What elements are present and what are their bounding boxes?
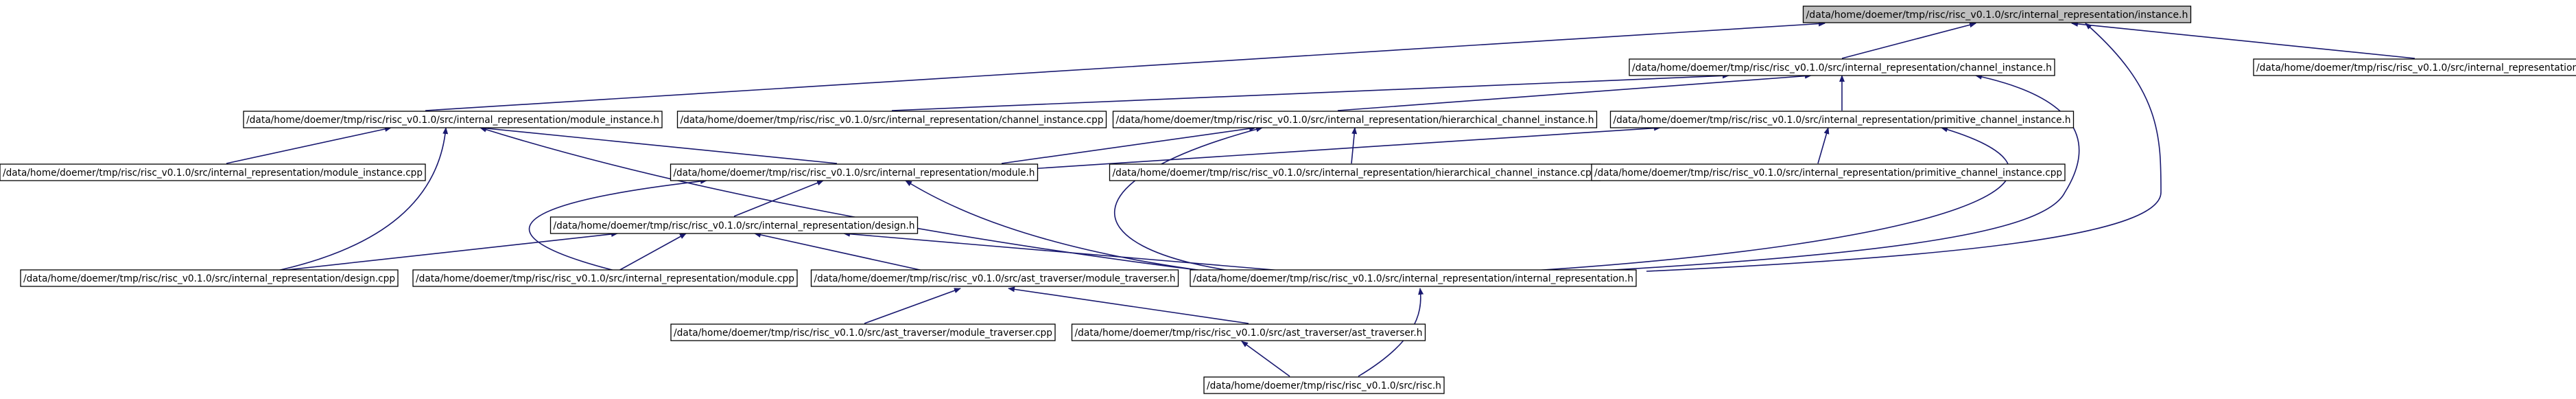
graph-node-label: /data/home/doemer/tmp/risc/risc_v0.1.0/s… (1193, 273, 1633, 284)
graph-node-design-cpp[interactable]: /data/home/doemer/tmp/risc/risc_v0.1.0/s… (20, 269, 399, 287)
graph-node-module-h[interactable]: /data/home/doemer/tmp/risc/risc_v0.1.0/s… (670, 163, 1039, 181)
graph-node-label: /data/home/doemer/tmp/risc/risc_v0.1.0/s… (1594, 168, 2062, 179)
graph-node-box[interactable] (2253, 58, 2576, 76)
edge-internal-representation-h-to-instance-h (1646, 23, 2162, 272)
graph-node-box[interactable] (1190, 269, 1637, 287)
graph-node-label: /data/home/doemer/tmp/risc/risc_v0.1.0/s… (23, 273, 395, 284)
edge-internal-representation-h-to-design-h (843, 231, 1290, 272)
graph-edges (226, 21, 2415, 377)
graph-node-channel-instance-h[interactable]: /data/home/doemer/tmp/risc/risc_v0.1.0/s… (1629, 58, 2055, 76)
graph-node-box[interactable] (670, 323, 1056, 341)
edge-internal-representation-h-to-channel-instance-h (1591, 73, 2080, 272)
graph-node-box[interactable] (243, 111, 663, 128)
graph-node-instance-h[interactable]: /data/home/doemer/tmp/risc/risc_v0.1.0/s… (1802, 5, 2192, 23)
edge-module-cpp-to-design-h (617, 233, 687, 272)
edge-internal-representation-h-to-module-h (905, 180, 1208, 272)
graph-node-hierarchical-channel-instance-h[interactable]: /data/home/doemer/tmp/risc/risc_v0.1.0/s… (1112, 111, 1598, 128)
graph-node-label: /data/home/doemer/tmp/risc/risc_v0.1.0/s… (674, 168, 1035, 179)
graph-node-box[interactable] (670, 163, 1039, 181)
graph-node-risc-h[interactable]: /data/home/doemer/tmp/risc/risc_v0.1.0/s… (1203, 376, 1445, 394)
graph-node-label: /data/home/doemer/tmp/risc/risc_v0.1.0/s… (1116, 115, 1594, 126)
graph-node-label: /data/home/doemer/tmp/risc/risc_v0.1.0/s… (554, 220, 915, 231)
edge-module-h-to-hierarchical-channel-instance-h (1001, 126, 1256, 164)
graph-node-box[interactable] (20, 269, 399, 287)
graph-node-channel-instance-cpp[interactable]: /data/home/doemer/tmp/risc/risc_v0.1.0/s… (676, 111, 1107, 128)
graph-node-label: /data/home/doemer/tmp/risc/risc_v0.1.0/s… (674, 328, 1052, 339)
edge-risc-h-to-ast-traverser-h (1241, 341, 1290, 377)
edge-primitive-channel-instance-cpp-to-primitive-channel-instance-h (1817, 127, 1830, 164)
graph-node-primitive-channel-instance-cpp[interactable]: /data/home/doemer/tmp/risc/risc_v0.1.0/s… (1591, 163, 2066, 181)
edge-ast-traverser-h-to-module-traverser-h (1008, 286, 1249, 324)
edge-channel-instance-cpp-to-channel-instance-h (891, 73, 1729, 111)
graph-node-label: /data/home/doemer/tmp/risc/risc_v0.1.0/s… (1632, 62, 2052, 73)
graph-node-design-h[interactable]: /data/home/doemer/tmp/risc/risc_v0.1.0/s… (550, 216, 919, 234)
graph-node-label: /data/home/doemer/tmp/risc/risc_v0.1.0/s… (814, 273, 1176, 284)
graph-node-box[interactable] (676, 111, 1107, 128)
edge-design-cpp-to-module-instance-h (274, 127, 449, 272)
graph-node-label: /data/home/doemer/tmp/risc/risc_v0.1.0/s… (1806, 10, 2188, 21)
edge-module-traverser-cpp-to-module-traverser-h (864, 288, 961, 324)
edge-design-h-to-module-h (733, 180, 824, 217)
graph-node-box[interactable] (1071, 323, 1426, 341)
graph-node-label: /data/home/doemer/tmp/risc/risc_v0.1.0/s… (1207, 380, 1441, 391)
edge-channel-instance-h-to-instance-h (1841, 22, 1976, 59)
graph-node-ast-traverser-h[interactable]: /data/home/doemer/tmp/risc/risc_v0.1.0/s… (1071, 323, 1426, 341)
graph-node-box[interactable] (1203, 376, 1445, 394)
edge-internal-representation-h-to-primitive-channel-instance-h (1522, 126, 2010, 272)
graph-node-module-traverser-h[interactable]: /data/home/doemer/tmp/risc/risc_v0.1.0/s… (810, 269, 1179, 287)
edge-hierarchical-channel-instance-h-to-channel-instance-h (1337, 73, 1812, 111)
graph-node-instance-cpp[interactable]: /data/home/doemer/tmp/risc/risc_v0.1.0/s… (2253, 58, 2576, 76)
graph-node-label: /data/home/doemer/tmp/risc/risc_v0.1.0/s… (3, 168, 423, 179)
graph-node-box[interactable] (1629, 58, 2055, 76)
graph-nodes: /data/home/doemer/tmp/risc/risc_v0.1.0/s… (0, 5, 2576, 394)
edge-module-cpp-to-module-h (528, 179, 707, 272)
edge-internal-representation-h-to-module-instance-h (480, 126, 1208, 272)
graph-node-box[interactable] (810, 269, 1179, 287)
graph-node-box[interactable] (550, 216, 919, 234)
graph-node-box[interactable] (412, 269, 798, 287)
graph-node-internal-representation-h[interactable]: /data/home/doemer/tmp/risc/risc_v0.1.0/s… (1190, 269, 1637, 287)
graph-node-box[interactable] (1591, 163, 2066, 181)
edge-module-instance-cpp-to-module-instance-h (226, 126, 392, 164)
graph-node-module-cpp[interactable]: /data/home/doemer/tmp/risc/risc_v0.1.0/s… (412, 269, 798, 287)
graph-node-box[interactable] (1609, 111, 2075, 128)
graph-node-hierarchical-channel-instance-cpp[interactable]: /data/home/doemer/tmp/risc/risc_v0.1.0/s… (1109, 163, 1601, 181)
graph-node-module-instance-h[interactable]: /data/home/doemer/tmp/risc/risc_v0.1.0/s… (243, 111, 663, 128)
graph-node-module-traverser-cpp[interactable]: /data/home/doemer/tmp/risc/risc_v0.1.0/s… (670, 323, 1056, 341)
edge-instance-cpp-to-instance-h (2071, 21, 2415, 59)
graph-node-label: /data/home/doemer/tmp/risc/risc_v0.1.0/s… (1614, 115, 2071, 126)
edge-module-h-to-primitive-channel-instance-h (1028, 125, 1661, 170)
graph-node-label: /data/home/doemer/tmp/risc/risc_v0.1.0/s… (1075, 328, 1423, 339)
graph-node-label: /data/home/doemer/tmp/risc/risc_v0.1.0/s… (681, 115, 1104, 126)
graph-node-box[interactable] (1112, 111, 1598, 128)
graph-node-module-instance-cpp[interactable]: /data/home/doemer/tmp/risc/risc_v0.1.0/s… (0, 163, 426, 181)
edge-design-cpp-to-design-h (274, 231, 618, 272)
edge-hierarchical-channel-instance-cpp-to-hierarchical-channel-instance-h (1351, 127, 1358, 164)
graph-node-label: /data/home/doemer/tmp/risc/risc_v0.1.0/s… (416, 273, 794, 284)
graph-node-primitive-channel-instance-h[interactable]: /data/home/doemer/tmp/risc/risc_v0.1.0/s… (1609, 111, 2075, 128)
edge-module-instance-h-to-instance-h (425, 21, 1825, 111)
graph-node-label: /data/home/doemer/tmp/risc/risc_v0.1.0/s… (2256, 62, 2576, 73)
graph-node-label: /data/home/doemer/tmp/risc/risc_v0.1.0/s… (1113, 168, 1598, 179)
edge-module-traverser-h-to-design-h (754, 232, 927, 272)
graph-node-box[interactable] (0, 163, 426, 181)
edge-internal-representation-h-to-hierarchical-channel-instance-h (1114, 126, 1263, 272)
graph-node-label: /data/home/doemer/tmp/risc/risc_v0.1.0/s… (246, 115, 659, 126)
graph-node-box[interactable] (1802, 5, 2192, 23)
edge-module-h-to-module-instance-h (480, 125, 838, 164)
